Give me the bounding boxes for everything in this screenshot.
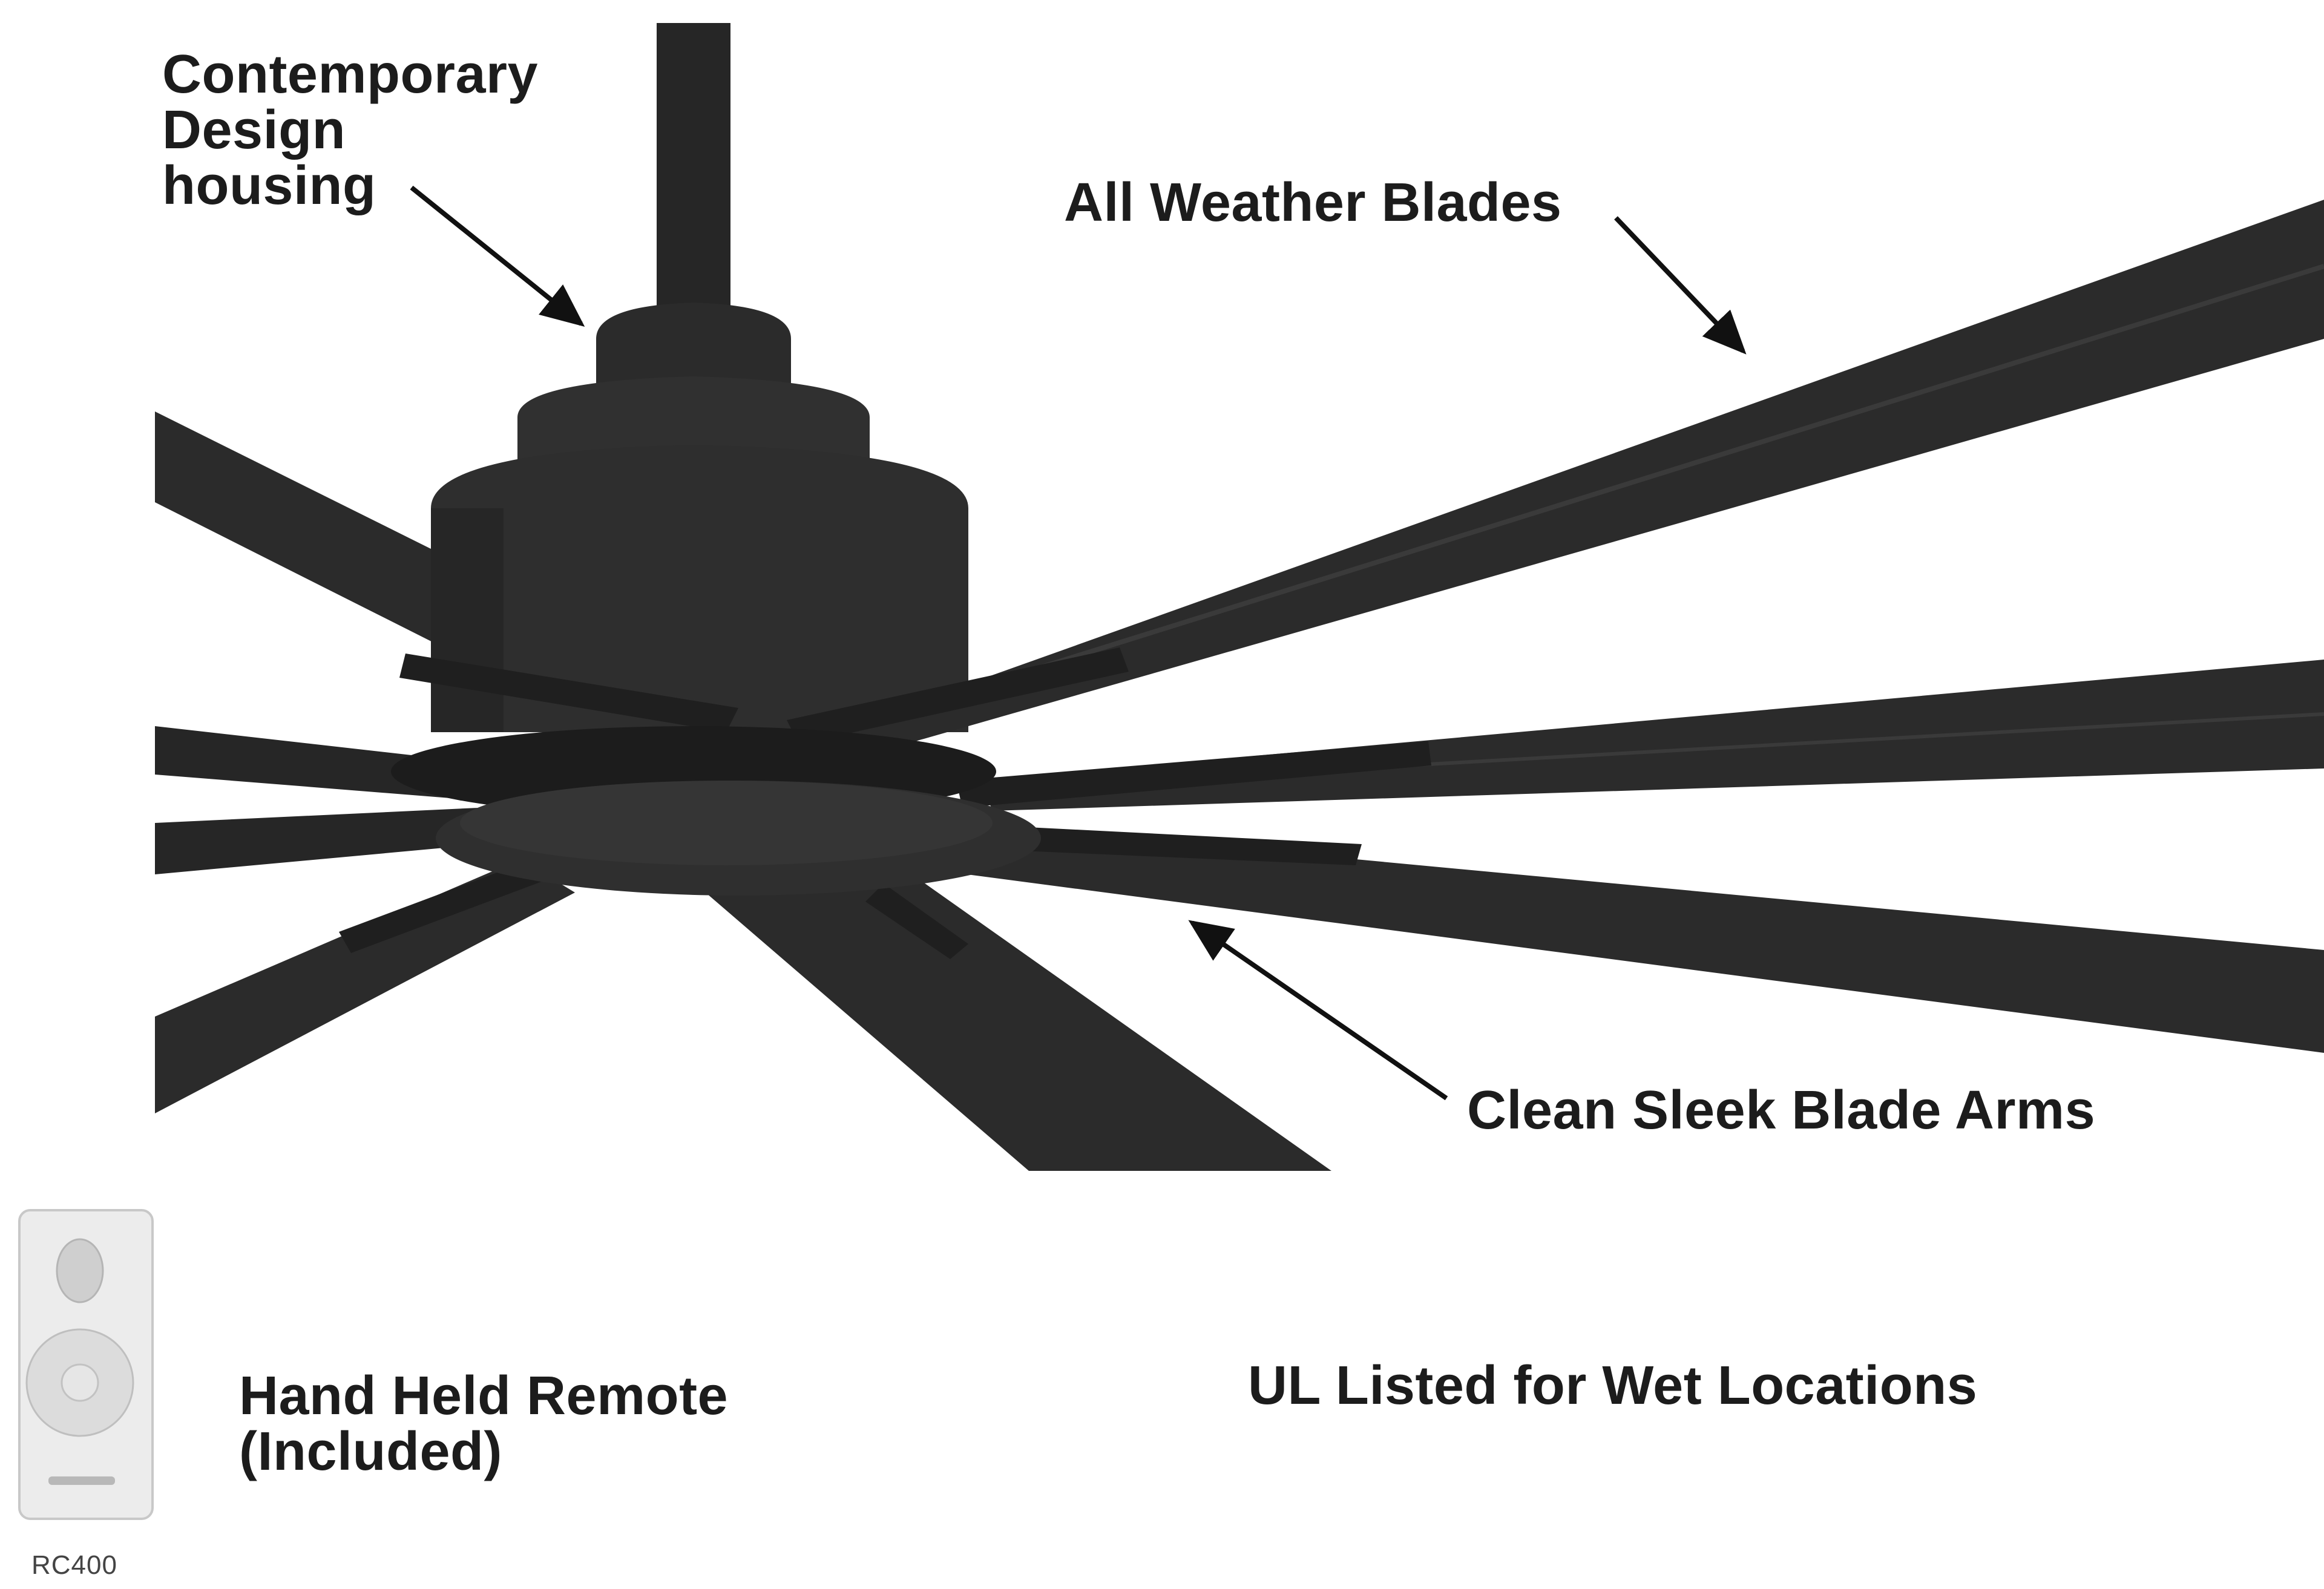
blades-right bbox=[799, 200, 2324, 1053]
arm-left-upper bbox=[399, 654, 738, 732]
blades-callout: All Weather Blades bbox=[1064, 172, 1562, 233]
motor-housing bbox=[431, 23, 968, 732]
arms-arrow bbox=[1188, 920, 1448, 1101]
blade-upper-right bbox=[799, 200, 2324, 750]
housing-callout: Contemporary Design housing bbox=[162, 47, 538, 214]
blade-lower-center bbox=[702, 871, 1331, 1171]
remote-callout-line-1: Hand Held Remote bbox=[239, 1366, 729, 1426]
housing-upper-tier bbox=[517, 376, 870, 460]
remote-callout-line-2: (Included) bbox=[239, 1421, 502, 1482]
housing-callout-line-3: housing bbox=[162, 155, 376, 216]
blade-left-lower-mid bbox=[155, 808, 484, 874]
remote-logo bbox=[48, 1476, 115, 1485]
arm-right-upper bbox=[787, 647, 1129, 744]
housing-callout-line-2: Design bbox=[162, 99, 346, 160]
hub-disc-top bbox=[460, 781, 993, 865]
remote-control bbox=[18, 1209, 154, 1520]
arm-right-lower bbox=[938, 823, 1362, 865]
blade-right-mid bbox=[980, 660, 2324, 811]
housing-callout-line-1: Contemporary bbox=[162, 44, 539, 105]
housing-arrow bbox=[410, 185, 585, 327]
arm-bottom bbox=[865, 883, 968, 959]
arms-callout: Clean Sleek Blade Arms bbox=[1467, 1080, 2096, 1141]
housing-collar bbox=[596, 303, 791, 387]
blades-arrow bbox=[1614, 216, 1747, 355]
blade-highlight-upper bbox=[967, 264, 2324, 692]
blade-arms bbox=[339, 647, 1431, 959]
remote-dial-center bbox=[61, 1363, 99, 1402]
arm-left-lower bbox=[339, 859, 545, 953]
remote-model-label: RC400 bbox=[31, 1550, 117, 1580]
arm-right-mid bbox=[956, 741, 1431, 808]
remote-top-button bbox=[56, 1238, 104, 1303]
callout-arrows bbox=[410, 185, 1747, 1101]
blade-lower-left bbox=[155, 859, 575, 1113]
downrod bbox=[657, 23, 730, 313]
remote-callout: Hand Held Remote (Included) bbox=[239, 1366, 729, 1482]
housing-shading bbox=[431, 508, 504, 732]
ul-listing-callout: UL Listed for Wet Locations bbox=[1248, 1355, 1978, 1416]
blade-right-lower bbox=[944, 823, 2324, 1053]
hub bbox=[391, 726, 1041, 896]
housing-main bbox=[431, 445, 968, 732]
